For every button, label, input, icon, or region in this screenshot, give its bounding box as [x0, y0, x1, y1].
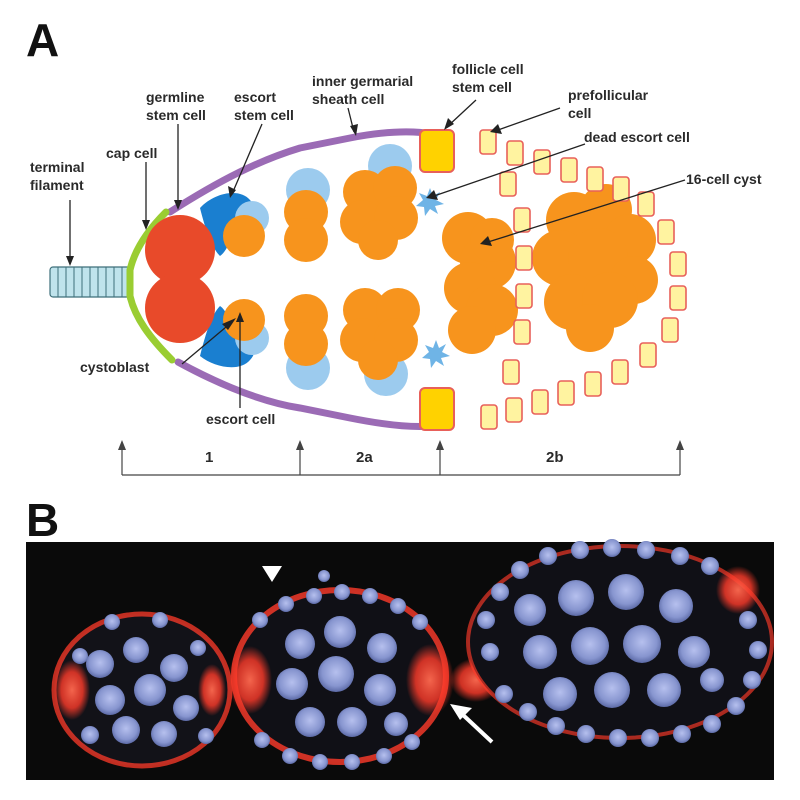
sheath-bottom — [174, 358, 436, 431]
label-germline-stem-cell: germline stem cell — [146, 89, 208, 123]
panel-b-letter: B — [26, 494, 59, 546]
egg-chamber-3 — [466, 539, 774, 747]
cystoblast-top — [223, 215, 265, 257]
egg-chamber-2 — [228, 570, 454, 770]
germline-stem-cell-top — [145, 215, 215, 285]
prefollicular-cells — [479, 129, 687, 430]
cyst-2a-top-left — [284, 190, 328, 262]
label-escort-cell: escort cell — [206, 411, 275, 427]
germline-stem-cell-bottom — [145, 273, 215, 343]
arrowhead-marker — [262, 566, 282, 582]
cyst-2b-right — [532, 184, 658, 352]
cyst-2a-bottom-right — [340, 288, 420, 380]
cyst-2a-bottom-left — [284, 294, 328, 366]
follicle-stem-cell-bottom — [419, 387, 455, 431]
panel-a-letter: A — [26, 14, 59, 66]
panel-a: A — [26, 14, 762, 476]
label-terminal-filament: terminal filament — [30, 159, 88, 193]
label-escort-stem-cell: escort stem cell — [234, 89, 294, 123]
panel-b: B — [26, 494, 774, 780]
label-dead-escort-cell: dead escort cell — [584, 129, 690, 145]
cystoblast-bottom — [223, 299, 265, 341]
dead-escort-cell-bottom — [422, 340, 450, 368]
cyst-2b-left — [442, 212, 518, 354]
arrow-marker — [450, 704, 494, 744]
label-prefollicular-cell: prefollicular cell — [568, 87, 652, 121]
terminal-filament — [49, 266, 131, 298]
label-cystoblast: cystoblast — [80, 359, 150, 375]
cap-cells — [126, 208, 176, 364]
cyst-2a-top-right — [340, 166, 418, 260]
dead-escort-cell-top — [416, 188, 444, 216]
region-label-1: 1 — [205, 449, 213, 466]
follicle-stem-cell-top — [419, 129, 455, 173]
label-leaders — [66, 99, 686, 408]
region-label-2a: 2a — [356, 449, 373, 466]
sheath-top — [166, 128, 436, 216]
region-label-2b: 2b — [546, 449, 564, 466]
label-follicle-cell-stem-cell: follicle cell stem cell — [452, 61, 527, 95]
label-cap-cell: cap cell — [106, 145, 157, 161]
label-inner-germarial-sheath-cell: inner germarial sheath cell — [312, 73, 417, 107]
egg-chamber-1 — [51, 611, 233, 769]
label-16-cell-cyst: 16-cell cyst — [686, 171, 762, 187]
